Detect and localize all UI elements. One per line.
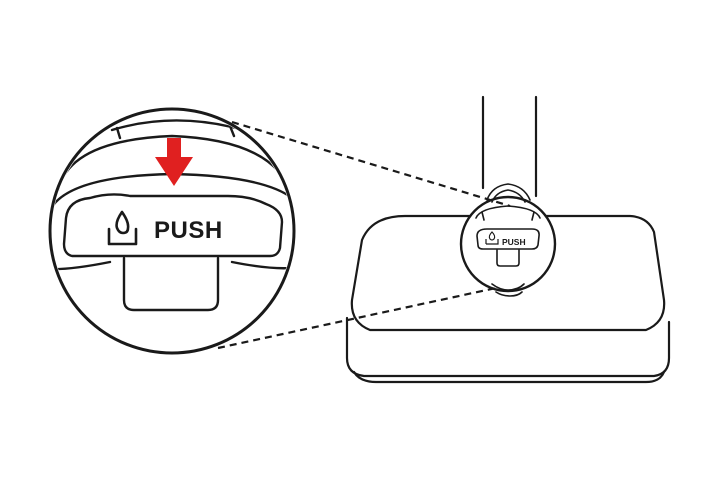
device-inset-lower-1	[491, 283, 525, 291]
magnified-callout: PUSH	[48, 107, 296, 355]
callout-collar-tick-right	[228, 124, 236, 138]
mop-head-base-bottom	[352, 370, 666, 384]
device-inset: PUSH	[459, 183, 557, 297]
device-drop-icon	[485, 231, 499, 245]
callout-push-button[interactable]	[62, 193, 284, 258]
mop-head-base	[345, 316, 671, 378]
callout-lower-arc	[52, 260, 112, 271]
device-inset-ring-1	[486, 183, 531, 201]
device-push-label: PUSH	[502, 237, 526, 247]
device-inset-lower-2	[495, 291, 523, 297]
callout-release-tab	[122, 256, 220, 312]
device-inset-collar-2	[481, 211, 535, 221]
callout-collar-top	[110, 119, 238, 132]
leader-line-top	[231, 120, 511, 208]
device-inset-button-outline	[476, 228, 540, 250]
arrow-down-icon	[155, 138, 193, 186]
device-inset-ring-2	[491, 189, 526, 203]
callout-leader-lines	[217, 120, 511, 350]
callout-lower-arc-right	[230, 260, 292, 270]
callout-collar-tick-left	[115, 126, 122, 140]
water-drop-icon	[107, 210, 138, 246]
device-inset-tab	[496, 249, 520, 267]
callout-push-label: PUSH	[154, 217, 223, 244]
